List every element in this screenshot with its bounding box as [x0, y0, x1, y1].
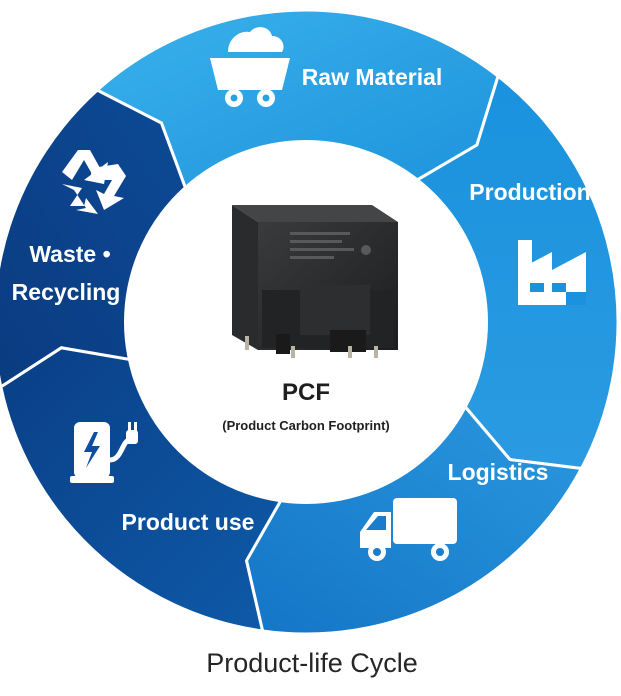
stage-label-waste-line1: Waste •: [29, 241, 110, 267]
footer-title: Product-life Cycle: [206, 648, 418, 678]
factory-icon: [518, 240, 586, 305]
mine-cart-icon: [210, 27, 290, 107]
center-title: PCF: [282, 379, 330, 406]
stage-label-waste-line2: Recycling: [12, 279, 121, 305]
stage-label-production: Production: [469, 179, 590, 205]
center-subtitle: (Product Carbon Footprint): [222, 418, 390, 433]
recycle-icon: [62, 150, 126, 214]
truck-icon: [360, 498, 457, 561]
stage-label-product-use: Product use: [122, 509, 255, 535]
relay-component-image: [232, 205, 398, 358]
stage-label-logistics: Logistics: [448, 459, 549, 485]
ev-charger-icon: [70, 422, 138, 483]
stage-label-raw-material: Raw Material: [302, 64, 443, 90]
